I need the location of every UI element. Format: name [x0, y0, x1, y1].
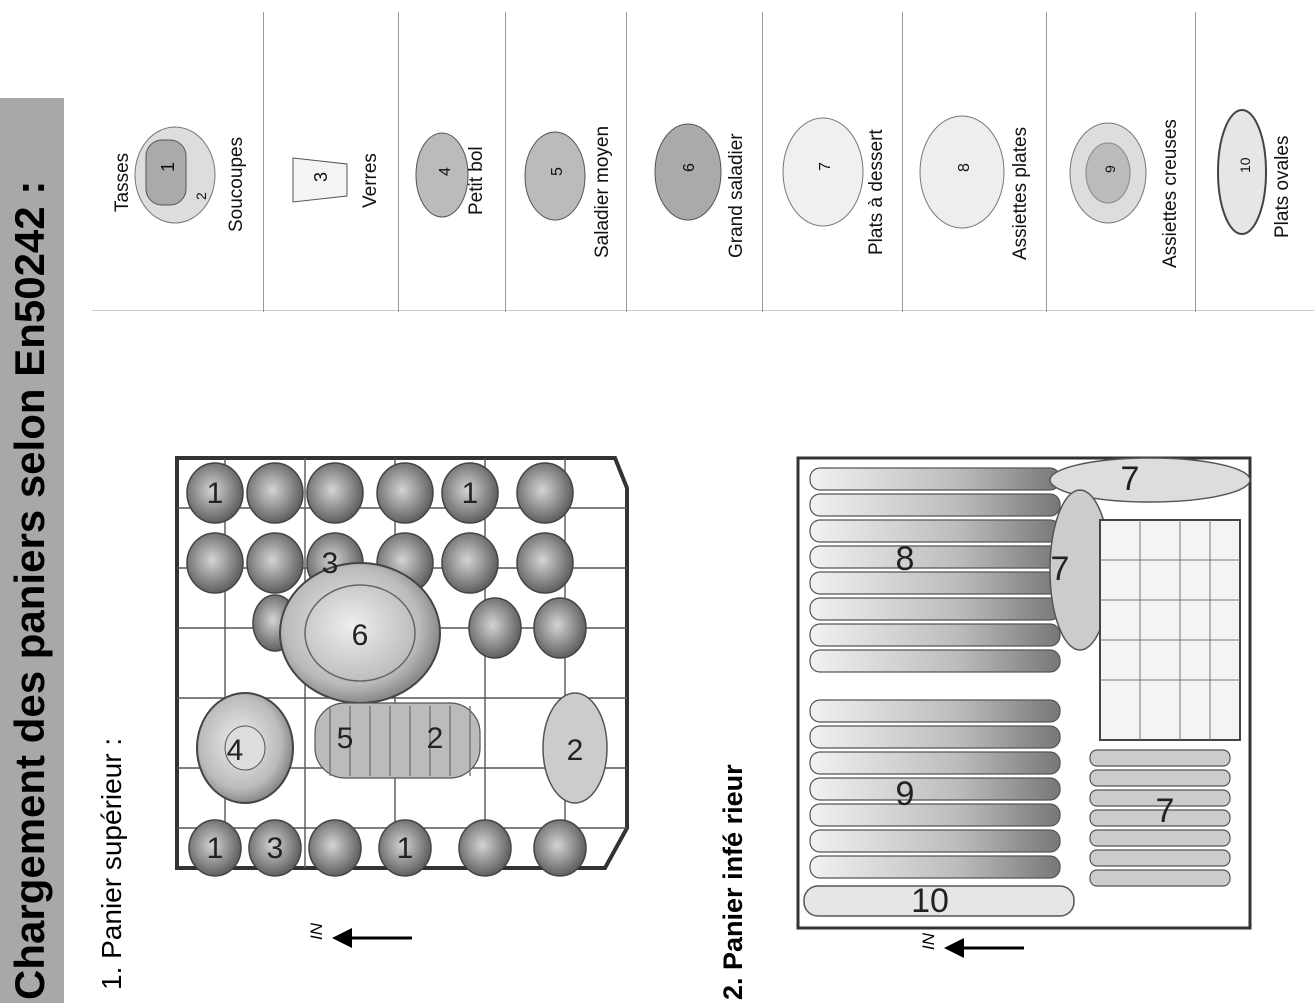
upper-label-1d: 1 [462, 477, 479, 510]
medium-bowl-icon: 5 [524, 131, 586, 221]
upper-basket-illustration: 4 5 2 2 6 3 3 1 1 1 1 [175, 456, 629, 877]
lower-label-7a: 7 [1121, 460, 1140, 498]
legend-baseline [92, 310, 1314, 311]
small-bowl-icon: 4 [415, 132, 469, 218]
cup-saucer-icon: 1 2 [134, 126, 216, 224]
page-title: Chargement des paniers selon En50242 : [6, 180, 53, 1000]
deep-plate-icon: 9 [1069, 122, 1147, 224]
upper-label-2a: 2 [427, 722, 444, 755]
lower-basket-heading: 2. Panier infé rieur [718, 764, 748, 1000]
oval-platter-icon: 10 [1217, 109, 1267, 235]
legend-divider [398, 12, 399, 312]
legend-number-8: 8 [956, 163, 973, 172]
legend-label-plats-a-dessert: Plats à dessert [866, 129, 887, 255]
legend-divider [505, 12, 506, 312]
legend-number-2: 2 [193, 192, 209, 200]
upper-in-label: IN [307, 922, 326, 940]
upper-label-2b: 2 [567, 734, 584, 767]
legend-number-5: 5 [549, 167, 566, 176]
legend-divider [263, 12, 264, 312]
legend-label-assiettes-plates: Assiettes plates [1010, 126, 1031, 260]
legend-number-3: 3 [311, 172, 331, 182]
upper-label-3a: 3 [322, 547, 339, 580]
lower-basket-illustration: 8 9 10 7 7 7 [796, 456, 1252, 930]
upper-label-1c: 1 [397, 832, 414, 865]
lower-in-label: IN [919, 932, 938, 950]
legend-label-petit-bol: Petit bol [466, 146, 487, 215]
legend-label-soucoupes: Soucoupes [226, 136, 247, 232]
upper-label-1a: 1 [207, 477, 224, 510]
dessert-plate-icon: 7 [782, 117, 864, 227]
legend-number-7: 7 [817, 162, 834, 171]
lower-label-7b: 7 [1051, 550, 1070, 588]
upper-label-6: 6 [352, 619, 369, 652]
upper-label-4: 4 [227, 734, 244, 767]
legend-number-9: 9 [1102, 165, 1118, 173]
lower-label-8: 8 [896, 540, 915, 578]
lower-label-7c: 7 [1156, 792, 1175, 830]
legend-number-4: 4 [437, 167, 454, 176]
legend-label-tasses: Tasses [112, 152, 133, 212]
legend-label-assiettes-creuses: Assiettes creuses [1160, 119, 1181, 268]
flat-plate-icon: 8 [919, 115, 1005, 229]
legend-divider [1046, 12, 1047, 312]
legend-divider [1195, 12, 1196, 312]
legend-number-6: 6 [681, 163, 698, 172]
upper-label-3b: 3 [267, 832, 284, 865]
lower-label-9: 9 [896, 775, 915, 813]
legend-number-10: 10 [1237, 157, 1253, 173]
legend-label-grand-saladier: Grand saladier [726, 133, 747, 258]
legend-divider [762, 12, 763, 312]
upper-label-5: 5 [337, 722, 354, 755]
upper-in-arrow-icon: IN [307, 922, 412, 948]
lower-label-10: 10 [911, 882, 949, 920]
legend-divider [626, 12, 627, 312]
lower-in-arrow-icon: IN [919, 932, 1024, 958]
legend-number-1: 1 [158, 162, 178, 172]
upper-basket-heading: 1. Panier supérieur : [96, 737, 127, 990]
legend-label-plats-ovales: Plats ovales [1272, 135, 1293, 238]
legend-label-saladier-moyen: Saladier moyen [592, 125, 613, 258]
glass-icon: 3 [292, 157, 348, 203]
legend-label-verres: Verres [360, 153, 381, 208]
upper-label-1b: 1 [207, 832, 224, 865]
title-band [0, 98, 64, 1003]
large-bowl-icon: 6 [654, 123, 722, 221]
legend-divider [902, 12, 903, 312]
